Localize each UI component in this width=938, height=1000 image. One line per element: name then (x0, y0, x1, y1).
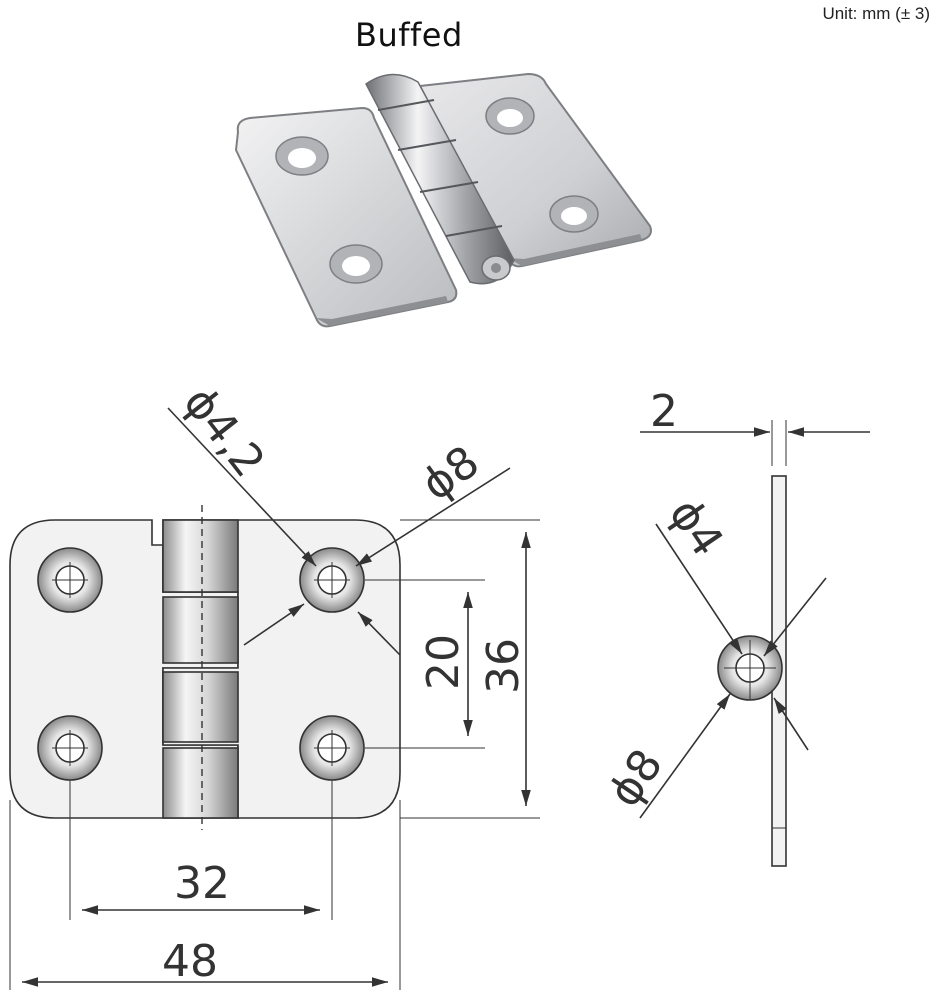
front-view-drawing (9, 407, 540, 990)
hole-bottom-left (37, 715, 103, 781)
hole-top-left (37, 547, 103, 613)
dim-hole-spacing-height: 20 (418, 634, 469, 690)
hole-bottom-right (299, 715, 365, 781)
dim-side-countersink-diameter: ϕ8 (599, 740, 673, 816)
hole-top-right (299, 547, 365, 613)
finish-title: Buffed (355, 16, 463, 54)
hinge-photo (234, 72, 652, 328)
dim-thickness: 2 (650, 386, 678, 437)
dim-overall-height: 36 (478, 638, 529, 694)
dim-pin-diameter: ϕ4 (659, 490, 733, 566)
side-view-drawing (639, 420, 870, 867)
dim-countersink-diameter: ϕ8 (412, 436, 488, 511)
unit-note: Unit: mm (± 3) (822, 4, 930, 23)
dim-overall-width: 48 (162, 936, 218, 987)
dim-hole-spacing-width: 32 (174, 858, 230, 909)
dim-hole-diameter: ϕ4,2 (173, 377, 274, 486)
